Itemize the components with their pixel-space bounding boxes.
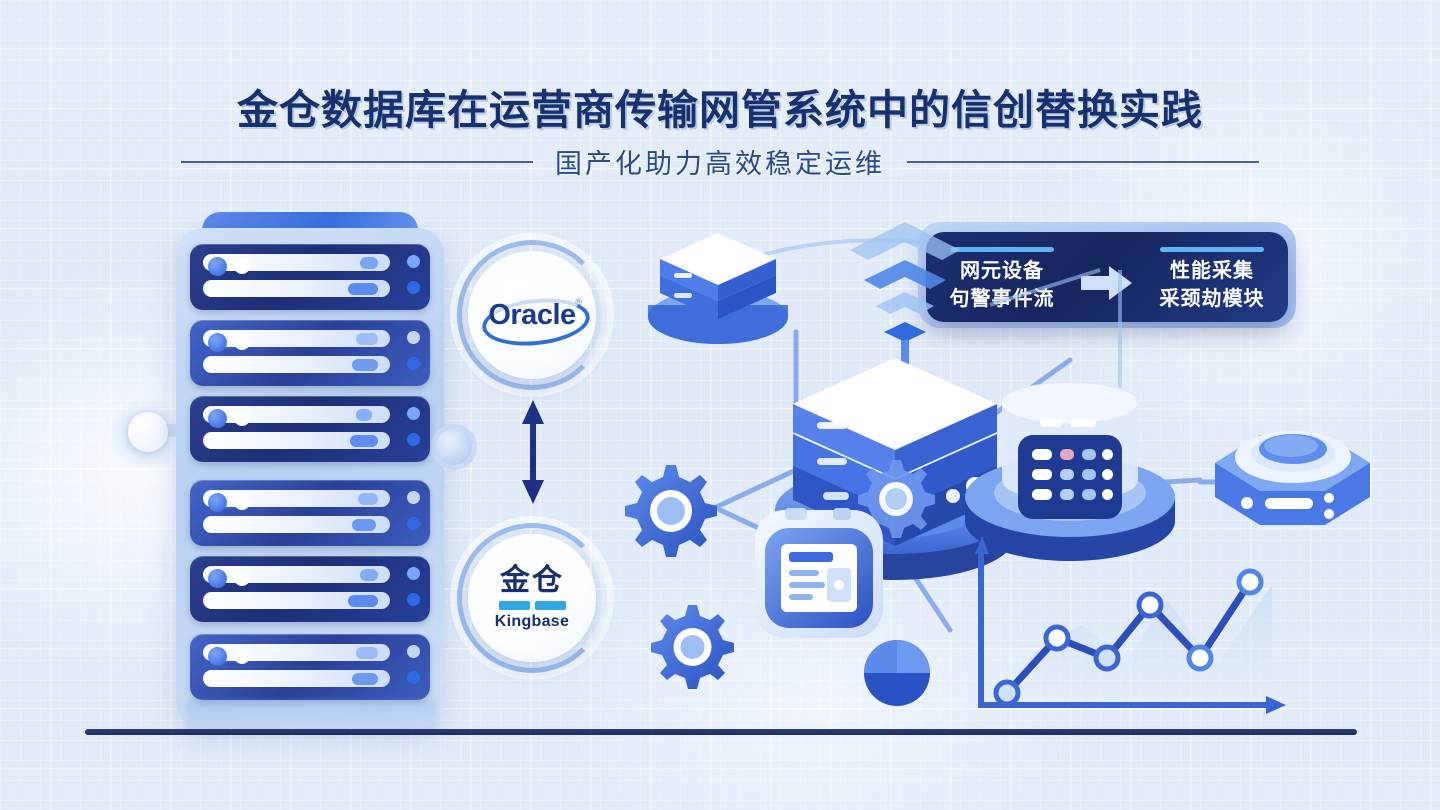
rack-unit — [190, 556, 430, 622]
unit-bar — [203, 280, 390, 297]
unit-status-led — [208, 409, 227, 428]
unit-segment — [352, 359, 378, 371]
logo-face: 金仓 Kingbase — [468, 534, 596, 662]
rack-unit — [190, 634, 430, 700]
kingbase-chinese-name: 金仓 — [500, 563, 564, 597]
badge-left-line1: 网元设备 — [960, 259, 1044, 282]
unit-segment — [352, 519, 376, 531]
data-flow-badge: 网元设备 句警事件流 性能采集 采颈劫模块 — [926, 232, 1288, 322]
gear-large-icon — [625, 465, 717, 557]
unit-indicator — [407, 357, 420, 370]
rack-unit — [190, 396, 430, 462]
sphere-node-icon — [864, 640, 930, 706]
badge-left-column: 网元设备 句警事件流 — [926, 243, 1078, 311]
report-card-icon — [755, 508, 883, 638]
badge-right-column: 性能采集 采颈劫模块 — [1136, 243, 1288, 311]
gear-bottom-icon — [651, 605, 734, 689]
unit-white-led — [234, 334, 250, 350]
unit-bar — [203, 516, 390, 533]
logo-ring — [457, 240, 607, 390]
rack-unit — [190, 480, 430, 546]
unit-white-led — [234, 648, 250, 664]
badge-right-line1: 性能采集 — [1170, 259, 1254, 282]
unit-status-led — [208, 493, 227, 512]
chart-area-fill — [982, 585, 1272, 705]
unit-indicator — [407, 645, 420, 658]
chart-axes — [975, 536, 1286, 714]
network-topology-cluster — [600, 210, 1400, 730]
oracle-wordmark: Oracle — [488, 298, 576, 331]
badge-accent-bar — [950, 246, 1054, 252]
performance-line-chart — [952, 530, 1292, 730]
rack-right-knob — [431, 424, 477, 470]
unit-white-led — [234, 570, 250, 586]
registered-mark: ® — [575, 297, 582, 307]
kingbase-bars-icon — [498, 600, 566, 610]
small-server-icon — [648, 233, 788, 344]
unit-segment — [356, 409, 372, 421]
migration-double-arrow-icon — [519, 400, 547, 504]
server-rack — [176, 212, 477, 728]
rack-unit — [190, 320, 430, 386]
unit-segment — [348, 283, 378, 295]
rack-unit — [190, 244, 430, 310]
badge-accent-bar — [1160, 246, 1264, 252]
unit-white-led — [234, 258, 250, 274]
unit-indicator — [407, 433, 420, 446]
unit-segment — [348, 595, 378, 607]
unit-indicator — [407, 517, 420, 530]
wifi-signal-icon — [850, 222, 960, 376]
unit-segment — [360, 569, 378, 581]
badge-right-line2: 采颈劫模块 — [1159, 287, 1265, 310]
unit-indicator — [407, 567, 420, 580]
kingbase-logo-badge[interactable]: 金仓 Kingbase — [457, 523, 607, 673]
unit-segment — [356, 647, 378, 659]
kingbase-bar — [534, 600, 566, 610]
oracle-logo-badge[interactable]: Oracle ® — [457, 240, 607, 390]
unit-status-led — [208, 333, 227, 352]
unit-segment — [356, 333, 378, 345]
kingbase-bar — [498, 600, 530, 610]
unit-indicator — [407, 281, 420, 294]
rack-side-knob — [128, 412, 168, 452]
unit-segment — [352, 673, 378, 685]
unit-status-led — [208, 569, 227, 588]
storage-device-icon — [1215, 431, 1370, 525]
page-title: 金仓数据库在运营商传输网管系统中的信创替换实践 — [237, 87, 1203, 133]
unit-bar — [203, 432, 390, 449]
logo-face: Oracle ® — [468, 251, 596, 379]
unit-bar — [203, 356, 390, 373]
unit-indicator — [407, 407, 420, 420]
page-subtitle: 国产化助力高效稳定运维 — [555, 149, 885, 179]
unit-indicator — [407, 331, 420, 344]
unit-indicator — [407, 593, 420, 606]
logo-ring — [457, 523, 607, 673]
rack-units — [190, 244, 430, 714]
subtitle-row: 国产化助力高效稳定运维 — [0, 142, 1440, 181]
unit-bar — [203, 670, 390, 687]
unit-white-led — [234, 494, 250, 510]
unit-indicator — [407, 255, 420, 268]
unit-segment — [358, 493, 378, 505]
keypad-device-icon — [965, 383, 1175, 561]
unit-indicator — [407, 671, 420, 684]
unit-bar — [203, 592, 390, 609]
kingbase-english-name: Kingbase — [494, 612, 570, 630]
unit-status-led — [208, 257, 227, 276]
unit-segment — [360, 257, 378, 269]
subtitle-rule-right — [907, 160, 1259, 163]
chart-markers — [993, 568, 1264, 707]
bottom-baseline — [85, 729, 1357, 735]
gear-small-icon — [858, 460, 935, 538]
subtitle-rule-left — [181, 160, 533, 163]
unit-indicator — [407, 491, 420, 504]
unit-segment — [350, 435, 378, 447]
unit-status-led — [208, 647, 227, 666]
unit-white-led — [234, 410, 250, 426]
